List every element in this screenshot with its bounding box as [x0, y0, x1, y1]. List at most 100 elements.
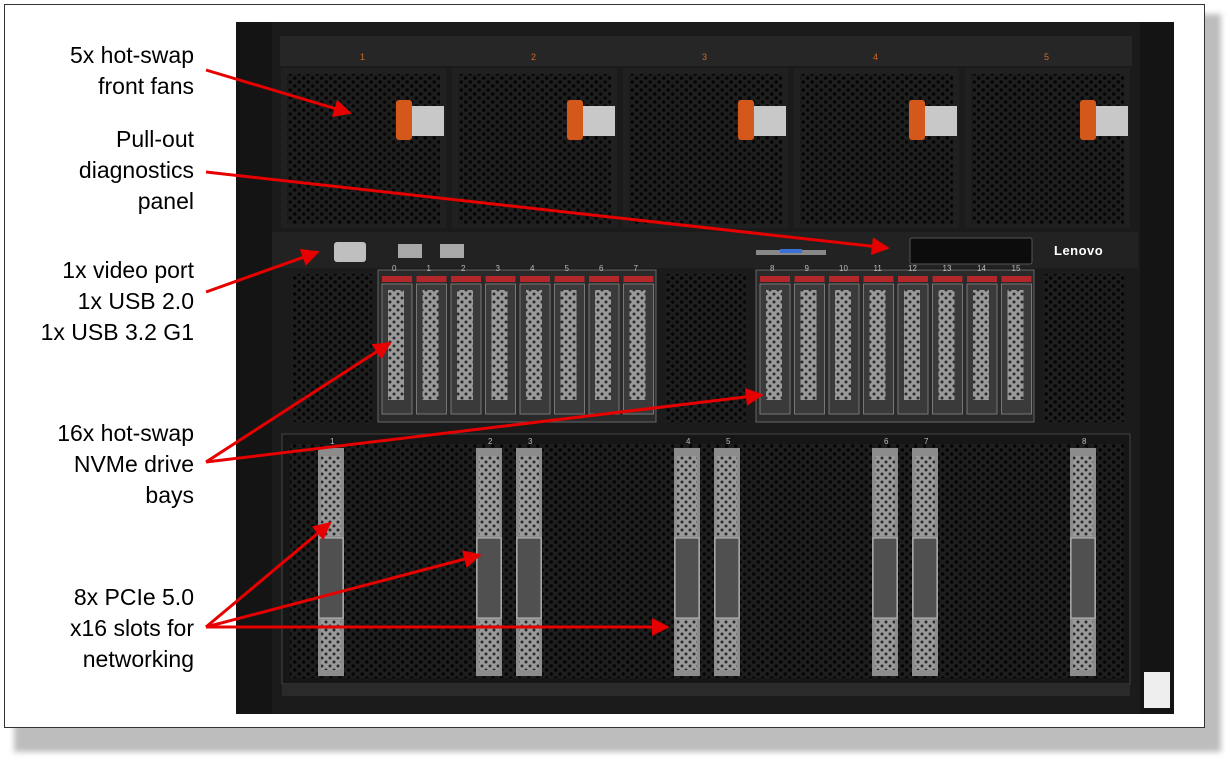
fan-2	[452, 68, 617, 228]
drive-grille	[800, 290, 817, 400]
drive-bay-number: 3	[495, 264, 500, 273]
callout-arrows	[205, 68, 890, 636]
fan-number-5: 5	[1044, 52, 1050, 62]
pcie-slot-number: 4	[686, 437, 691, 446]
pcie-vent	[290, 444, 1124, 678]
drive-bay-number: 13	[942, 264, 952, 273]
drive-grille	[388, 290, 404, 400]
pcie-grille	[875, 456, 895, 536]
drive-latch	[520, 276, 550, 282]
pcie-grille	[479, 456, 499, 536]
drive-latch	[554, 276, 585, 282]
pcie-grille	[519, 456, 539, 536]
drive-latch	[589, 276, 619, 282]
drive-bay-number: 1	[426, 264, 431, 273]
pcie-grille-lower	[717, 620, 737, 670]
drive-latch	[794, 276, 825, 282]
arrow-drives-left	[205, 341, 392, 464]
drive-grille	[869, 290, 886, 400]
usb2-port	[398, 244, 422, 258]
drive-latch	[760, 276, 790, 282]
fan-number-4: 4	[873, 52, 879, 62]
fan-number-3: 3	[702, 52, 708, 62]
pcie-port-cage	[912, 537, 938, 619]
arrow-diagnostics	[205, 170, 890, 256]
service-tag	[1144, 672, 1170, 708]
vent-right	[1044, 274, 1124, 422]
drive-grille	[422, 290, 439, 400]
pcie-slots	[318, 448, 1096, 676]
pcie-grille	[1073, 456, 1093, 536]
drive-latch	[898, 276, 928, 282]
drive-latch	[863, 276, 894, 282]
pcie-port-cage	[674, 537, 700, 619]
fan-number-1: 1	[360, 52, 366, 62]
pcie-slot-number: 7	[924, 437, 929, 446]
lenovo-logo: Lenovo	[1054, 243, 1104, 258]
drive-latch	[451, 276, 481, 282]
drive-latch	[485, 276, 516, 282]
usb3-port	[440, 244, 464, 258]
diagnostics-panel	[909, 237, 1033, 265]
drive-latch	[967, 276, 997, 282]
pcie-port-cage	[1070, 537, 1096, 619]
drive-bay-number: 15	[1011, 264, 1021, 273]
drive-bay-number: 14	[977, 264, 986, 273]
fan-5	[965, 68, 1130, 228]
pcie-grille-lower	[915, 620, 935, 670]
pcie-port-cage	[714, 537, 740, 619]
drive-grille	[938, 290, 955, 400]
drive-bay-number: 9	[804, 264, 809, 273]
drive-bays-left	[381, 276, 654, 415]
vga-port	[334, 242, 366, 262]
right-rail	[1140, 22, 1174, 714]
drive-bay-number: 2	[461, 264, 466, 273]
fan-top-bar	[280, 36, 1132, 66]
drive-latch	[1001, 276, 1032, 282]
drive-bay-number: 6	[599, 264, 604, 273]
drive-grille	[595, 290, 611, 400]
drive-bay-number: 10	[839, 264, 848, 273]
drive-bays-right	[759, 276, 1032, 415]
pcie-slot-number: 3	[528, 437, 533, 446]
drive-latch	[829, 276, 859, 282]
drive-latch	[932, 276, 963, 282]
drive-grille	[904, 290, 920, 400]
fan-row	[281, 68, 1130, 228]
arrow-fans	[205, 68, 352, 117]
arrow-pcie-2	[205, 550, 482, 629]
drive-bay-number: 0	[392, 264, 397, 273]
drive-grille	[526, 290, 542, 400]
pcie-slot-number: 6	[884, 437, 889, 446]
drive-grille	[457, 290, 473, 400]
drive-bay-number: 12	[908, 264, 917, 273]
arrow-drives-right	[205, 388, 764, 464]
pcie-grille-lower	[519, 620, 539, 670]
pcie-slot-number: 8	[1082, 437, 1087, 446]
pcie-grille-lower	[677, 620, 697, 670]
fan-number-2: 2	[531, 52, 537, 62]
pcie-slot-number: 1	[330, 437, 335, 446]
pcie-grille	[321, 456, 341, 536]
drive-grille	[491, 290, 508, 400]
drive-bay-number: 11	[873, 264, 882, 273]
arrow-ports	[205, 248, 320, 294]
pcie-grille	[717, 456, 737, 536]
drive-latch	[623, 276, 654, 282]
pcie-grille-lower	[1073, 620, 1093, 670]
arrow-pcie-1	[205, 521, 332, 629]
pcie-port-cage	[872, 537, 898, 619]
fan-3	[623, 68, 788, 228]
blue-tab	[780, 249, 802, 253]
pcie-port-cage	[476, 537, 502, 619]
fan-1	[281, 68, 446, 228]
drive-grille	[1007, 290, 1024, 400]
pcie-port-cage	[318, 537, 344, 619]
pcie-grille-lower	[321, 620, 341, 670]
drive-grille	[973, 290, 989, 400]
